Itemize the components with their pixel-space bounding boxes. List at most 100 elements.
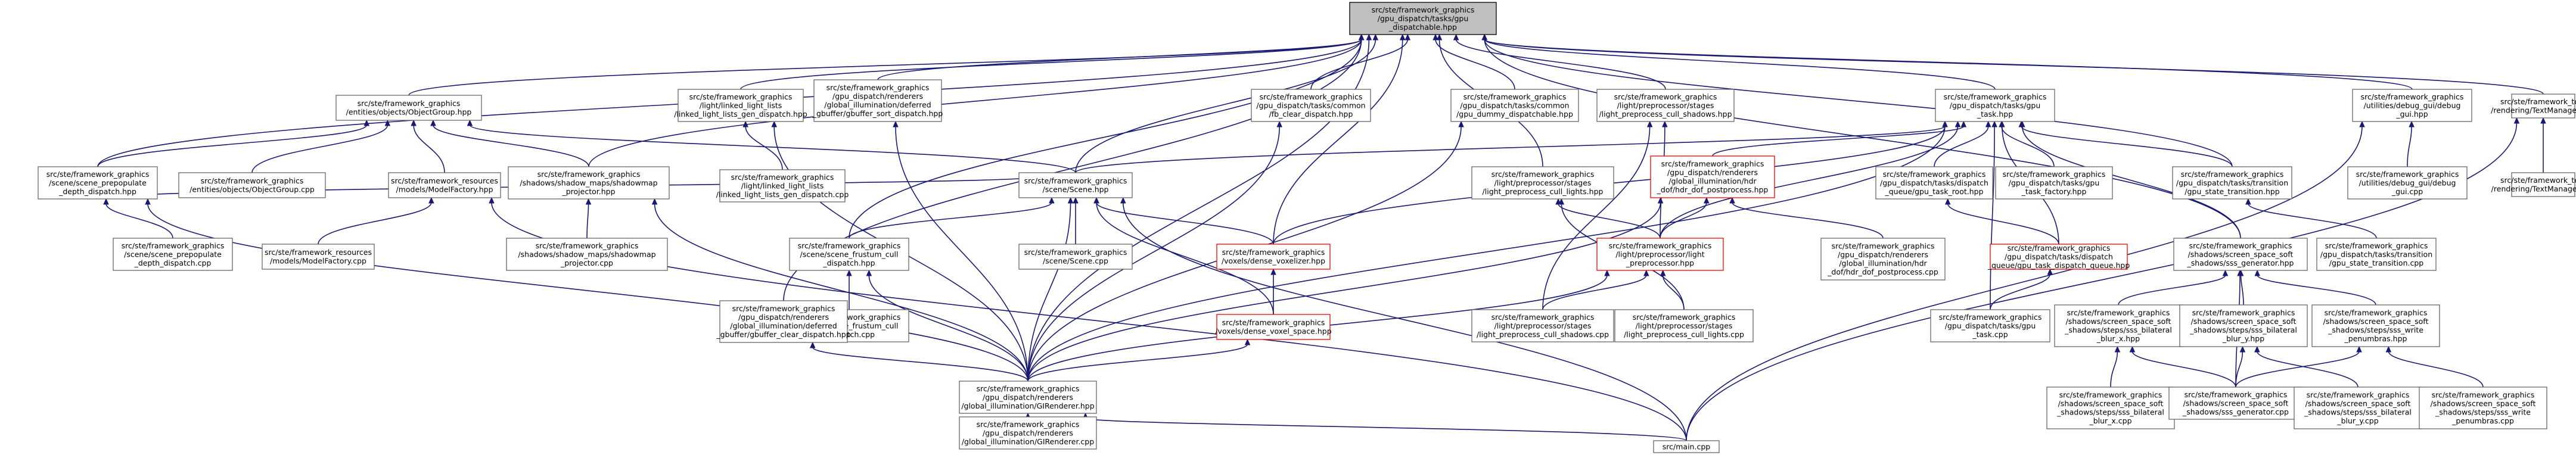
node-debug-gui-hpp[interactable]: src/ste/framework_graphics/utilities/deb…: [2352, 89, 2472, 122]
edge-textmgr_hpp-to-root: [1484, 39, 2544, 95]
node-preproc-shadows-cpp[interactable]: src/ste/framework_graphics/light/preproc…: [1471, 309, 1614, 342]
node-label-line: /voxels/dense_voxel_space.hpp: [1215, 327, 1331, 336]
node-textmgr-cpp[interactable]: src/ste/framework_text/rendering/TextMan…: [2491, 172, 2576, 197]
node-label-line: /gpu_dispatch/tasks/gpu: [1950, 101, 2041, 110]
node-label-line: _blur_x.cpp: [2089, 416, 2131, 425]
node-sss-gen-cpp[interactable]: src/ste/framework_graphics/shadows/scree…: [2168, 387, 2303, 420]
edge-state_trans_cpp-to-state_trans_hpp: [2248, 203, 2377, 239]
node-task-factory-hpp[interactable]: src/ste/framework_graphics/gpu_dispatch/…: [1995, 166, 2113, 200]
node-box: [1930, 309, 2050, 342]
node-box: [1653, 440, 1720, 453]
edge-task_root_hpp-to-gpu_task_hpp: [1934, 126, 1989, 167]
node-gbuf-sort-hpp[interactable]: src/ste/framework_graphics/gpu_dispatch/…: [812, 79, 943, 122]
edge-debug_gui_hpp-to-root: [1484, 39, 2413, 90]
node-shadowmap-hpp[interactable]: src/ste/framework_graphics/shadows/shado…: [508, 166, 670, 200]
node-label-line: /light_preprocess_cull_lights.cpp: [1624, 330, 1744, 339]
node-penumbras-cpp[interactable]: src/ste/framework_graphics/shadows/scree…: [2419, 387, 2547, 429]
node-label-line: /entities/objects/ObjectGroup.hpp: [346, 108, 472, 117]
node-lll-gen-hpp[interactable]: src/ste/framework_graphics/light/linked_…: [674, 89, 807, 122]
arrowhead-scene_hpp-to-objgrp_hpp: [467, 119, 473, 126]
node-label-line: _shadows/steps/sss_bilateral: [2189, 326, 2297, 335]
node-task-queue-hpp[interactable]: src/ste/framework_graphics/gpu_dispatch/…: [1987, 244, 2130, 270]
edge-frustum_hpp-to-scene_hpp: [849, 202, 1052, 239]
node-debug-gui-cpp[interactable]: src/ste/framework_graphics/utilities/deb…: [2347, 166, 2468, 200]
node-label-line: /shadows/screen_space_soft: [2323, 317, 2429, 326]
arrowhead-voxel_space_hpp-to-voxelizer_hpp: [1270, 268, 1276, 275]
node-scene-cpp[interactable]: src/ste/framework_graphics/scene/Scene.c…: [1018, 244, 1133, 270]
node-label-line: _task.cpp: [1972, 330, 2008, 339]
arrowhead-girenderer_hpp-to-shadowmap_hpp: [651, 198, 658, 205]
node-dof-cpp[interactable]: src/ste/framework_graphics/gpu_dispatch/…: [1820, 238, 1946, 281]
node-scene-hpp[interactable]: src/ste/framework_graphics/scene/Scene.h…: [1018, 172, 1133, 198]
edge-girenderer_hpp-to-gbuf_clear_hpp: [812, 347, 1028, 382]
node-label-line: src/ste/framework_graphics: [536, 241, 639, 250]
edge-penumbras_cpp-to-penumbras_hpp: [2388, 351, 2484, 388]
arrowhead-modelfactory_cpp-to-modelfactory_hpp: [428, 197, 434, 204]
node-modelfactory-hpp[interactable]: src/ste/framework_resources/models/Model…: [388, 172, 501, 198]
node-label-line: /gpu_state_transition.cpp: [2329, 258, 2424, 267]
node-voxel-space-hpp[interactable]: src/ste/framework_graphics/voxels/dense_…: [1215, 314, 1332, 340]
node-blur-y-cpp[interactable]: src/ste/framework_graphics/shadows/scree…: [2294, 387, 2422, 429]
node-scene-prepop-hpp[interactable]: src/ste/framework_graphics/scene/scene_p…: [38, 166, 158, 200]
node-label-line: _blur_y.hpp: [2222, 334, 2264, 343]
node-objgrp-hpp[interactable]: src/ste/framework_graphics/entities/obje…: [335, 95, 482, 121]
edge-blur_x_hpp-to-sss_gen_hpp: [2118, 275, 2226, 306]
edge-girenderer_hpp-to-scene_prepop_hpp: [147, 203, 1028, 382]
node-frustum-hpp[interactable]: src/ste/framework_graphics/scene/scene_f…: [789, 238, 909, 271]
node-preproc-lights-cpp[interactable]: src/ste/framework_graphics/light/preproc…: [1614, 309, 1754, 342]
edge-dof_cpp-to-dof_hpp: [1732, 202, 1884, 239]
node-blur-x-cpp[interactable]: src/ste/framework_graphics/shadows/scree…: [2046, 387, 2175, 429]
node-label-line: src/ste/framework_graphics: [1609, 241, 1712, 250]
node-dof-hpp[interactable]: src/ste/framework_graphics/gpu_dispatch/…: [1650, 155, 1775, 198]
node-gbuf-clear-hpp[interactable]: src/ste/framework_graphics/gpu_dispatch/…: [716, 300, 851, 343]
node-girenderer-cpp[interactable]: src/ste/framework_graphics/gpu_dispatch/…: [959, 416, 1097, 450]
arrowhead-blur_y_cpp-to-blur_y_hpp: [2254, 345, 2260, 353]
node-sss-gen-hpp[interactable]: src/ste/framework_graphics/shadows/scree…: [2173, 238, 2308, 271]
node-label-line: src/ste/framework_graphics: [977, 384, 1080, 393]
node-blur-y-hpp[interactable]: src/ste/framework_graphics/shadows/scree…: [2179, 304, 2308, 347]
node-gpu-task-cpp[interactable]: src/ste/framework_graphics/gpu_dispatch/…: [1930, 309, 2050, 342]
node-label-line: _shadows/steps/sss_bilateral: [2304, 408, 2412, 417]
node-lll-gen-cpp[interactable]: src/ste/framework_graphics/light/linked_…: [716, 169, 849, 202]
edge-blur_x_cpp-to-blur_x_hpp: [2110, 351, 2118, 388]
edge-main_cpp-to-scene_hpp: [1123, 202, 1687, 441]
node-modelfactory-cpp[interactable]: src/ste/framework_resources/models/Model…: [262, 244, 375, 270]
edge-penumbras_hpp-to-sss_gen_hpp: [2257, 275, 2376, 306]
node-label-line: /scene/scene_frustum_cull: [800, 250, 898, 258]
node-label-line: /global_illumination/hdr: [1839, 259, 1927, 268]
node-box: [1216, 244, 1331, 270]
node-label-line: /light/linked_light_lists: [741, 181, 824, 190]
node-voxelizer-hpp[interactable]: src/ste/framework_graphics/voxels/dense_…: [1216, 244, 1331, 270]
node-shadowmap-cpp[interactable]: src/ste/framework_graphics/shadows/shado…: [506, 238, 668, 271]
node-textmgr-hpp[interactable]: src/ste/framework_text/rendering/TextMan…: [2491, 94, 2576, 119]
node-label-line: /models/ModelFactory.hpp: [396, 185, 493, 194]
node-box: [1018, 244, 1133, 270]
node-label-line: /global_illumination/hdr: [1668, 177, 1757, 186]
node-preproc-lights-hpp[interactable]: src/ste/framework_graphics/light/preproc…: [1471, 166, 1614, 200]
node-state-trans-cpp[interactable]: src/ste/framework_graphics/gpu_dispatch/…: [2316, 238, 2437, 271]
node-girenderer-hpp[interactable]: src/ste/framework_graphics/gpu_dispatch/…: [959, 381, 1097, 414]
node-label-line: src/ste/framework_graphics: [1614, 92, 1717, 101]
node-task-root-hpp[interactable]: src/ste/framework_graphics/gpu_dispatch/…: [1875, 166, 1993, 200]
node-state-trans-hpp[interactable]: src/ste/framework_graphics/gpu_dispatch/…: [2172, 166, 2292, 200]
edge-scene_hpp-to-objgrp_hpp: [469, 124, 1076, 173]
node-root[interactable]: src/ste/framework_graphics/gpu_dispatch/…: [1349, 2, 1497, 35]
node-label-line: src/ste/framework_graphics: [1372, 5, 1475, 14]
node-dummy-hpp[interactable]: src/ste/framework_graphics/gpu_dispatch/…: [1450, 89, 1579, 122]
node-objgrp-cpp[interactable]: src/ste/framework_graphics/entities/obje…: [178, 172, 326, 198]
node-preproc-shadows-hpp[interactable]: src/ste/framework_graphics/light/preproc…: [1596, 89, 1735, 122]
node-blur-x-hpp[interactable]: src/ste/framework_graphics/shadows/scree…: [2054, 304, 2183, 347]
edge-main_cpp-to-girenderer_hpp: [1085, 417, 1687, 441]
node-main-cpp[interactable]: src/main.cpp: [1653, 440, 1720, 453]
node-light-preproc-hpp[interactable]: src/ste/framework_graphics/light/preproc…: [1596, 238, 1724, 271]
edge-sss_gen_cpp-to-penumbras_hpp: [2235, 351, 2360, 388]
node-penumbras-hpp[interactable]: src/ste/framework_graphics/shadows/scree…: [2311, 304, 2440, 347]
node-label-line: _shadows/sss_generator.cpp: [2182, 407, 2289, 416]
node-label-line: src/ste/framework_graphics: [2361, 92, 2464, 101]
node-scene-prepop-cpp[interactable]: src/ste/framework_graphics/scene/scene_p…: [113, 238, 233, 271]
node-label-line: /rendering/TextManager.cpp: [2491, 185, 2576, 194]
node-gpu-task-hpp[interactable]: src/ste/framework_graphics/gpu_dispatch/…: [1935, 89, 2055, 122]
node-label-line: /light_preprocess_cull_shadows.cpp: [1477, 330, 1609, 339]
node-label-line: /light/preprocessor/stages: [1494, 321, 1592, 330]
node-fb-clear-hpp[interactable]: src/ste/framework_graphics/gpu_dispatch/…: [1251, 89, 1371, 122]
